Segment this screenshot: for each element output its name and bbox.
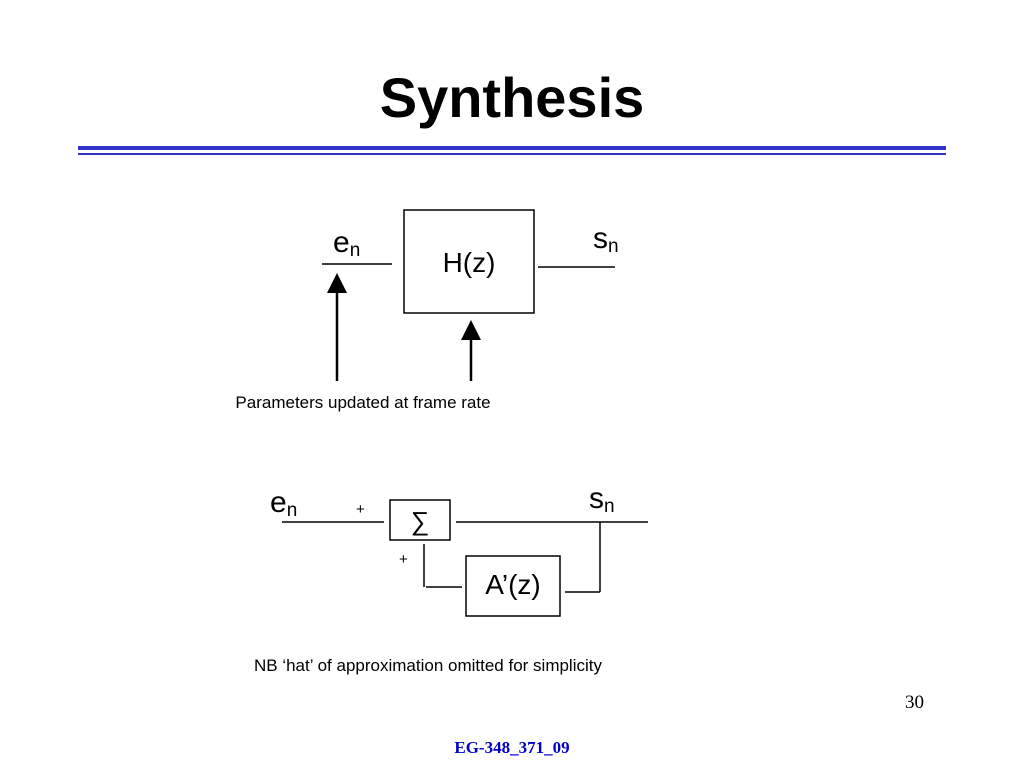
h-filter-label: H(z) [443,247,496,278]
input-label: en [333,226,360,261]
plus-sign-top: + [356,501,365,518]
h-filter-block [403,209,535,314]
feedback-input-label: en [270,486,297,521]
summation-symbol: ∑ [411,506,430,536]
title-rule-thin [78,153,946,155]
parameters-caption: Parameters updated at frame rate [235,393,490,412]
plus-sign-left: + [399,551,408,568]
summation-block [389,499,451,541]
feedback-synthesis-diagram: ∑ A’(z) en sn + + NB ‘hat’ of approximat… [254,482,648,675]
output-label: sn [593,222,619,257]
slide-title: Synthesis [379,66,645,129]
feedback-output-label: sn [589,482,615,517]
footer-course-code: EG-348_371_09 [454,738,570,757]
simplicity-note: NB ‘hat’ of approximation omitted for si… [254,656,603,675]
synthesis-filter-diagram: H(z) en sn Parameters updated at frame r… [235,209,619,412]
title-rule-thick [78,146,946,150]
page-number: 30 [905,692,924,713]
a-filter-label: A’(z) [485,569,540,600]
a-filter-block [465,555,561,617]
